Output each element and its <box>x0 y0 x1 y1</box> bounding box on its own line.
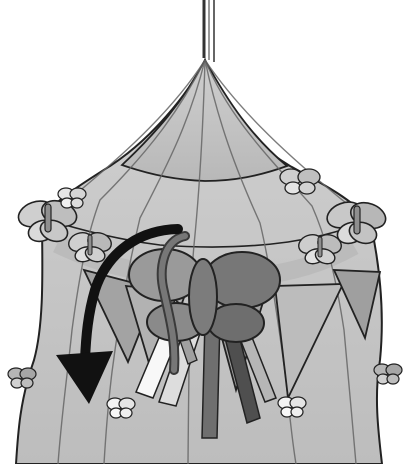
hanging-cord <box>204 0 214 62</box>
lower-right-butterfly-icon <box>374 364 402 384</box>
top-right-small-butterfly-icon <box>280 169 320 194</box>
top-left-small-butterfly-icon <box>58 188 86 208</box>
bottom-right-butterfly-icon <box>278 397 306 417</box>
bottom-left-butterfly-icon <box>107 398 135 418</box>
lower-left-butterfly-icon <box>8 368 36 388</box>
central-butterfly-icon <box>129 249 280 342</box>
